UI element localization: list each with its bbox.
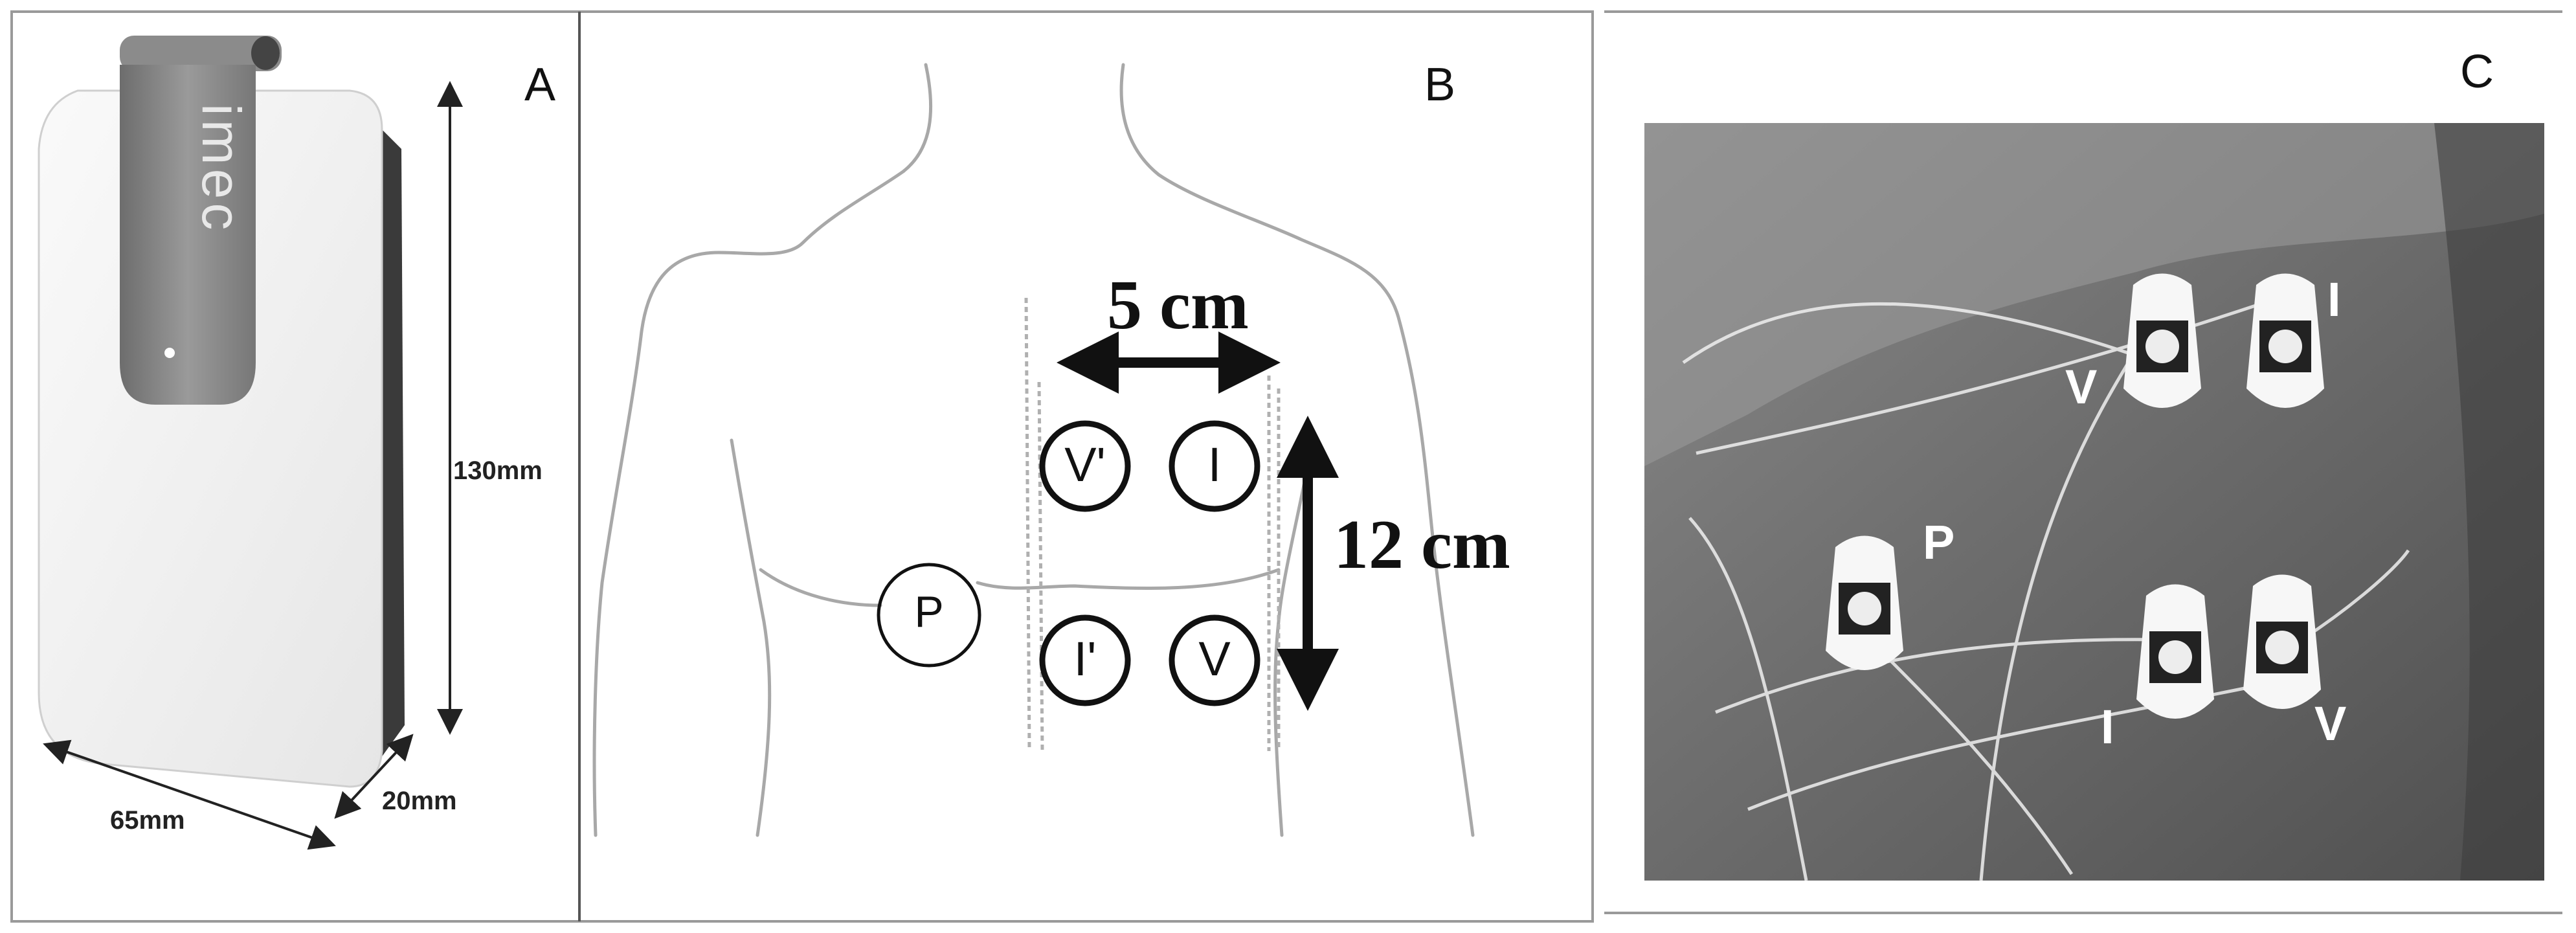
electrode-circles (877, 420, 1260, 706)
photo-electrode-patches (1826, 273, 2324, 719)
device-brand-logo: imec (191, 104, 252, 234)
device-dimension-arrows (43, 81, 463, 850)
photo-label-i-lower: I (2101, 700, 2114, 754)
electrode-v-bottom-right: V (1198, 632, 1231, 686)
reference-electrode-p: P (914, 587, 944, 636)
photo-label-p: P (1923, 515, 1955, 569)
panel-c-label: C (2460, 46, 2494, 98)
panel-a-label: A (524, 59, 556, 111)
width-dimension-label: 65mm (110, 806, 185, 835)
panel-b-label: B (1424, 59, 1456, 111)
electrode-i-top-right: I (1207, 438, 1222, 491)
photo-label-v-upper: V (2065, 360, 2098, 414)
electrode-i-prime-bottom-left: I' (1073, 632, 1097, 686)
vertical-spacing-label: 12 cm (1334, 506, 1510, 583)
panel-frame-c (1604, 10, 2562, 914)
chest-photo (1644, 123, 2544, 881)
photo-label-i-upper: I (2327, 273, 2341, 326)
photo-label-v-lower: V (2314, 697, 2347, 750)
height-dimension-label: 130mm (453, 456, 543, 485)
electrode-v-prime-top-left: V' (1064, 438, 1106, 491)
panel-frame-ab (10, 10, 1594, 923)
torso-outline (592, 63, 1475, 837)
spacing-arrows (1057, 332, 1339, 711)
device-illustration (38, 36, 405, 788)
depth-dimension-label: 20mm (382, 787, 457, 815)
horizontal-spacing-label: 5 cm (1107, 267, 1249, 344)
